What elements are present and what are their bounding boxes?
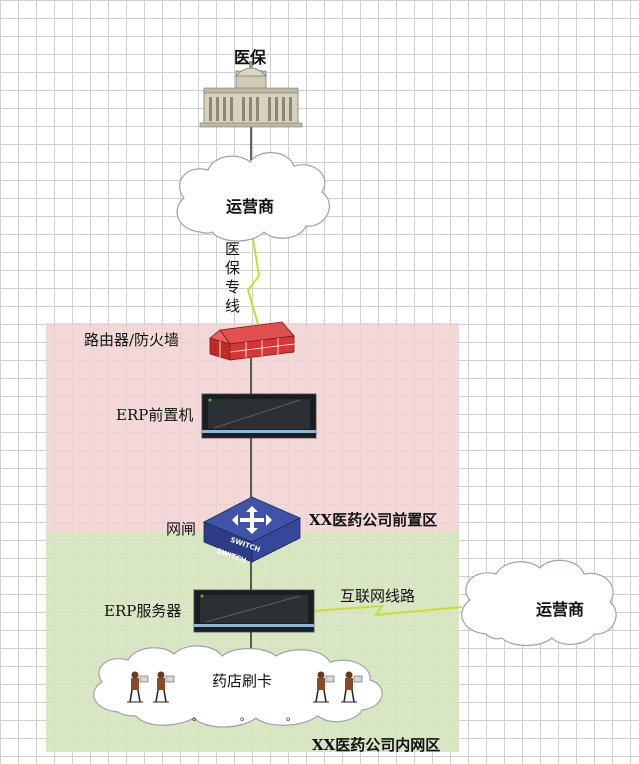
front-zone-label: XX医药公司前置区 [309,511,438,529]
router-firewall-label: 路由器/防火墙 [84,331,180,349]
dedicated-line-bolt [246,231,261,325]
pharmacy-user-icon-2 [153,671,175,703]
pharmacy-user-icon-3 [313,671,335,703]
erp-front-server-icon [201,393,317,439]
pharmacy-card-label: 药店刷卡 [212,672,273,690]
pharmacy-user-icon-1 [127,671,149,703]
internet-line-label: 互联网线路 [340,587,416,605]
ellipsis-dot-2: 。 [240,710,251,723]
medical-insurance-label: 医保 [234,48,267,67]
firewall-icon [209,321,295,361]
ellipsis-dot-3: 。 [286,710,297,723]
ellipsis-dot-1: 。 [192,710,203,723]
gatekeeper-switch-icon [203,496,301,563]
erp-server-label: ERP服务器 [104,602,182,620]
carrier-top-label: 运营商 [226,197,275,216]
intranet-zone-label: XX医药公司内网区 [312,736,441,754]
internet-line-bolt [312,604,463,617]
erp-front-label: ERP前置机 [116,406,194,424]
carrier-cloud-top [176,152,331,242]
carrier-right-label: 运营商 [536,600,585,619]
government-building-icon [199,61,303,128]
carrier-cloud-right [461,559,617,647]
erp-server-icon [193,589,315,633]
pharmacy-cloud [93,645,383,728]
pharmacy-user-icon-4 [341,671,363,703]
dedicated-line-label: 医保专线 [225,240,241,315]
gatekeeper-label: 网闸 [166,520,197,538]
